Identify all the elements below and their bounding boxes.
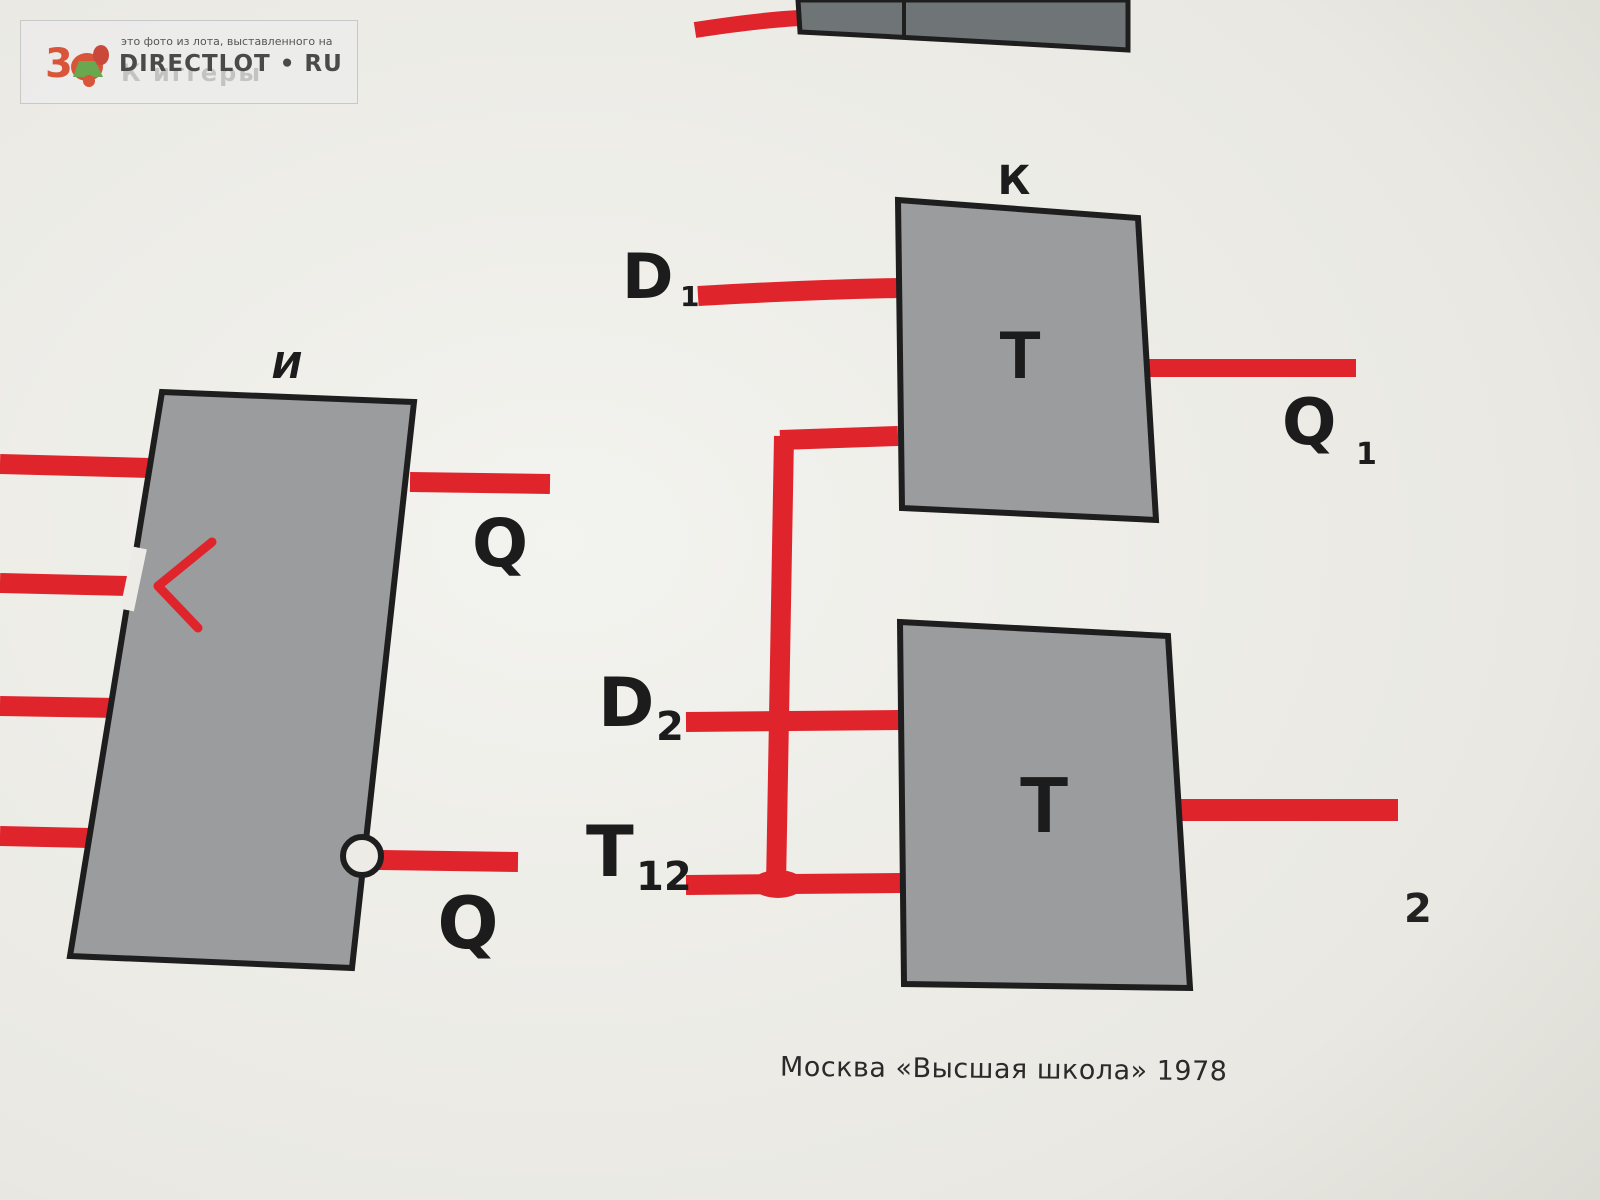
watermark-brand: DIRECTLOT • RU (119, 51, 343, 77)
q1-label: Q 1 (1282, 386, 1377, 472)
and-gate (0, 388, 551, 972)
watermark-banner: 3 это фото из лота, выставленного на К и… (20, 20, 358, 104)
page-number: 2 (1404, 886, 1432, 932)
trigger-1 (697, 196, 1356, 524)
svg-text:3: 3 (45, 41, 73, 87)
watermark-caption: это фото из лота, выставленного на (121, 35, 333, 48)
inverter-circle (340, 834, 384, 878)
t12-letter: T (586, 811, 634, 893)
d1-letter: D (622, 240, 673, 313)
q-output-label: Q (472, 505, 528, 582)
q-inverted-output-label: Q (437, 881, 498, 965)
d2-letter: D (598, 664, 654, 743)
publisher-footer: Москва «Высшая школа» 1978 (779, 1051, 1228, 1088)
t12-index: 12 (636, 854, 692, 900)
d1-label: D 1 (622, 240, 699, 313)
trigger-1-label: T (999, 317, 1041, 393)
watermark-ghost-text: К иггеры (121, 59, 263, 87)
top-partial-block (693, 0, 1131, 53)
d1-index: 1 (680, 280, 699, 313)
trigger-1-header: К (998, 158, 1031, 204)
squirrel-logo-icon: 3 (45, 41, 109, 87)
trigger-2 (685, 618, 1398, 992)
clock-wire (752, 435, 804, 898)
d2-label: D 2 (598, 664, 684, 750)
trigger-2-label: T (1020, 760, 1069, 849)
q1-letter: Q (1282, 386, 1336, 460)
d2-index: 2 (656, 704, 684, 750)
q1-index: 1 (1356, 437, 1377, 472)
t12-label: T 12 (586, 811, 692, 900)
and-gate-header: И (272, 346, 302, 387)
